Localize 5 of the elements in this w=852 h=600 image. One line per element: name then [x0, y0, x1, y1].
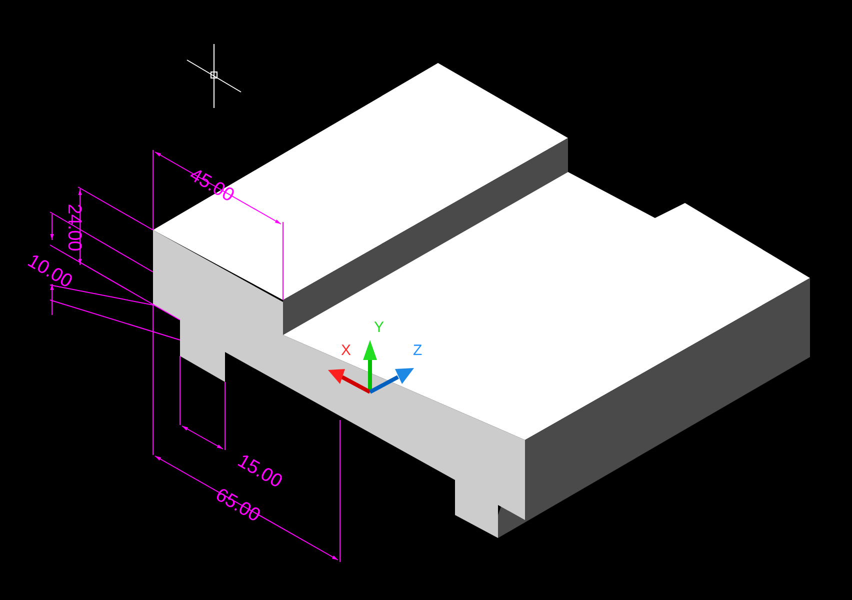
dimension-label: 10.00 [24, 251, 76, 292]
axis-label: X [341, 343, 352, 358]
axis-label: Y [374, 320, 384, 335]
dimension-label: 45.00 [186, 165, 238, 206]
axis-label: Z [413, 343, 422, 358]
